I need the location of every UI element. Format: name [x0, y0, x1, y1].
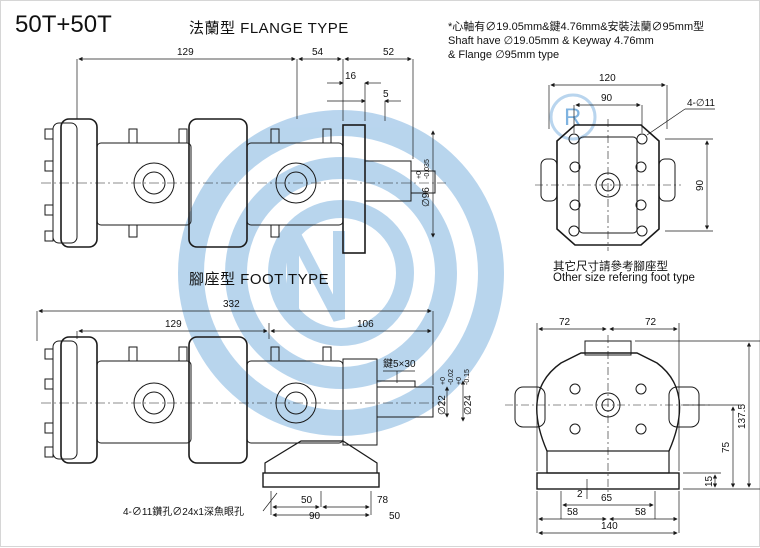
dim-flange-54: 54 [312, 47, 324, 58]
dim-flange-end-holes: 4-∅11 [687, 98, 715, 109]
flange-side-view [41, 118, 446, 254]
dim-foot-332: 332 [223, 299, 240, 310]
foot-side-view [41, 336, 446, 488]
dim-flange-dia96: ∅96 [421, 187, 432, 207]
foot-end-view [505, 335, 713, 495]
dim-foot-tol1-upper: +0 [440, 377, 447, 385]
spec-note-line-3: & Flange ∅95mm type [448, 49, 560, 61]
spec-note-line-2: Shaft have ∅19.05mm & Keyway 4.76mm [448, 35, 654, 47]
dim-foot-tol2-upper: +0 [456, 377, 463, 385]
dim-foot-50a: 50 [301, 495, 313, 506]
dim-foot-tol1-lower: -0.02 [448, 369, 455, 385]
dim-flange-129: 129 [177, 47, 194, 58]
model-number: 50T+50T [15, 11, 112, 38]
dim-flange-52: 52 [383, 47, 395, 58]
dim-flange-end-90: 90 [601, 93, 613, 104]
dim-foot-106: 106 [357, 319, 374, 330]
dim-flange-end-120: 120 [599, 73, 616, 84]
dim-foot-90: 90 [309, 511, 321, 522]
dim-foot-end-75: 75 [721, 441, 732, 453]
dim-flange-tol-upper: +0 [416, 171, 423, 179]
dim-foot-tol2-lower: -0.15 [464, 369, 471, 385]
flange-side-dimensions [76, 56, 436, 238]
dim-foot-key: 鍵5×30 [383, 357, 416, 370]
dim-foot-50b: 50 [389, 511, 401, 522]
dim-foot-dia24: ∅24 [463, 395, 474, 415]
other-size-note-en: Other size refering foot type [553, 272, 695, 284]
foot-side-dimensions [36, 308, 466, 518]
spec-note-line-1: *心軸有∅19.05mm&鍵4.76mm&安裝法蘭∅95mm型 [448, 21, 705, 33]
dim-foot-end-140: 140 [601, 521, 618, 532]
flange-end-dimensions [548, 82, 715, 232]
dim-foot-end-72a: 72 [559, 317, 571, 328]
foot-type-title: 腳座型 FOOT TYPE [189, 271, 330, 288]
dim-foot-dia22: ∅22 [437, 395, 448, 415]
dim-foot-end-15: 15 [704, 475, 715, 487]
dim-foot-end-72b: 72 [645, 317, 657, 328]
dim-foot-end-58b: 58 [635, 507, 647, 518]
dim-foot-78: 78 [377, 495, 389, 506]
dim-foot-129: 129 [165, 319, 182, 330]
foot-end-dimensions [536, 323, 760, 536]
dim-flange-end-90-vert: 90 [695, 179, 706, 191]
dim-foot-end-137: 137.5 [737, 404, 748, 429]
dim-flange-16: 16 [345, 71, 357, 82]
dim-foot-end-65: 65 [601, 493, 613, 504]
hole-callout: 4-∅11鑽孔∅24x1深魚眼孔 [123, 505, 244, 518]
flange-type-title: 法蘭型 FLANGE TYPE [189, 20, 349, 37]
watermark-logo [178, 93, 597, 436]
dim-foot-end-58a: 58 [567, 507, 579, 518]
other-size-note-zh: 其它尺寸請參考腳座型 [553, 261, 668, 273]
dim-foot-end-2: 2 [577, 489, 583, 500]
dim-flange-tol-lower: -0.035 [424, 159, 431, 179]
dim-flange-5: 5 [383, 89, 389, 100]
flange-end-view [535, 119, 681, 251]
